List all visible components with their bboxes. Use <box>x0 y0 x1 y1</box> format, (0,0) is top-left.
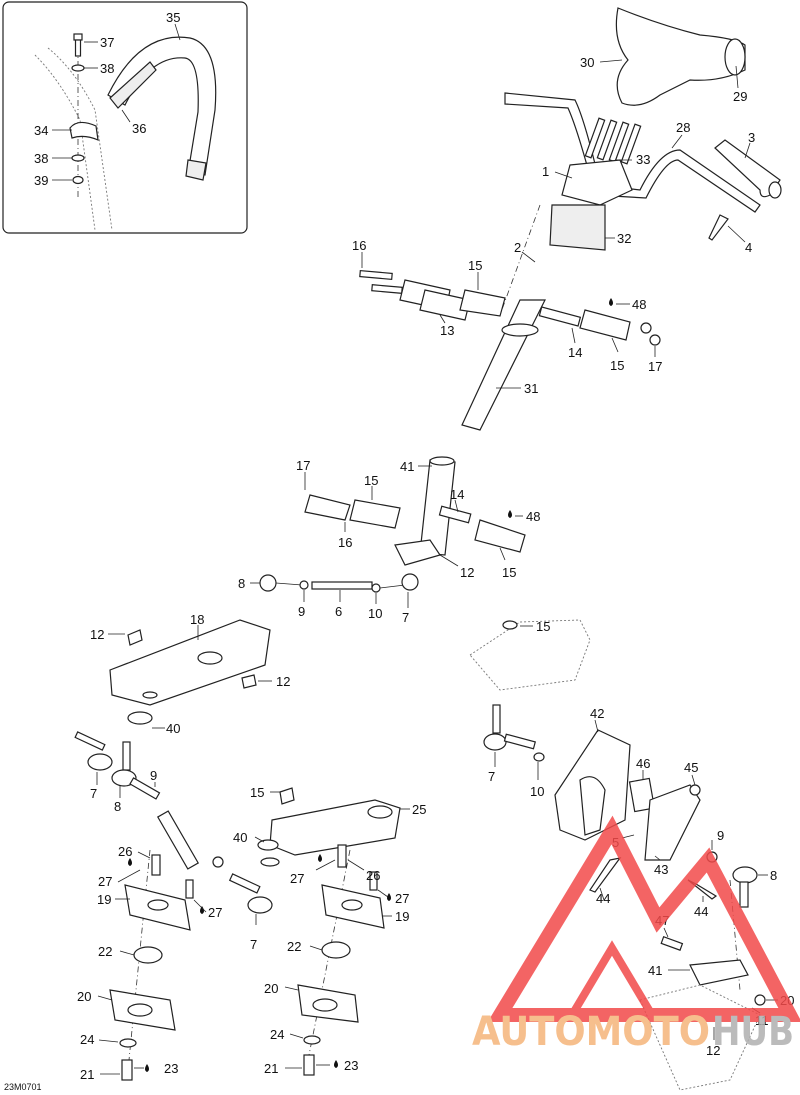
oil-drop-icon <box>200 906 204 914</box>
callout-label: 27 <box>290 871 304 886</box>
diagram-reference-code: 23M0701 <box>4 1082 42 1092</box>
watermark-logo: AUTOMOTO HUB <box>472 815 800 1055</box>
callout-label: 22 <box>98 944 112 959</box>
callout-label: 7 <box>402 610 409 625</box>
callout-label: 17 <box>648 359 662 374</box>
callout-label: 12 <box>706 1043 720 1058</box>
oil-drop-icon <box>508 510 512 518</box>
oil-drop-icon <box>387 893 391 901</box>
callout-label: 39 <box>34 173 48 188</box>
callout-label: 1 <box>542 164 549 179</box>
callout-label: 23 <box>344 1058 358 1073</box>
callout-label: 41 <box>400 459 414 474</box>
callout-label: 24 <box>270 1027 284 1042</box>
callout-label: 43 <box>654 862 668 877</box>
callout-label: 26 <box>118 844 132 859</box>
middle-linkage <box>259 456 526 593</box>
callout-label: 12 <box>276 674 290 689</box>
callout-label: 9 <box>717 828 724 843</box>
callout-label: 26 <box>366 868 380 883</box>
callout-label: 34 <box>34 123 48 138</box>
callout-label: 25 <box>412 802 426 817</box>
callout-label: 3 <box>748 130 755 145</box>
oil-drop-icon <box>145 1064 149 1072</box>
callout-label: 24 <box>80 1032 94 1047</box>
callout-label: 44 <box>694 904 708 919</box>
callout-label: 7 <box>488 769 495 784</box>
callout-label: 23 <box>164 1061 178 1076</box>
callout-label: 27 <box>395 891 409 906</box>
callout-label: 27 <box>98 874 112 889</box>
callout-label: 9 <box>150 768 157 783</box>
callout-label: 28 <box>676 120 690 135</box>
callout-label: 21 <box>80 1067 94 1082</box>
callouts: 35 37 38 34 38 39 36 30 29 28 3 1 33 32 … <box>34 10 794 1082</box>
callout-label: 10 <box>368 606 382 621</box>
callout-label: 38 <box>100 61 114 76</box>
right-lower-assembly <box>469 619 766 1091</box>
callout-label: 40 <box>166 721 180 736</box>
callout-label: 36 <box>132 121 146 136</box>
callout-label: 14 <box>450 487 464 502</box>
callout-label: 48 <box>632 297 646 312</box>
callout-label: AUTOMOTO <box>472 1009 710 1055</box>
callout-label: 7 <box>90 786 97 801</box>
callout-label: 13 <box>440 323 454 338</box>
oil-drop-icon <box>334 1060 338 1068</box>
callout-label: 29 <box>733 89 747 104</box>
callout-label: 15 <box>610 358 624 373</box>
callout-label: 22 <box>287 939 301 954</box>
callout-label: 18 <box>190 612 204 627</box>
callout-label: 19 <box>395 909 409 924</box>
callout-label: 21 <box>264 1061 278 1076</box>
callout-label: 20 <box>264 981 278 996</box>
callout-label: 32 <box>617 231 631 246</box>
callout-label: 20 <box>77 989 91 1004</box>
callout-label: 4 <box>745 240 752 255</box>
callout-label: 40 <box>233 830 247 845</box>
callout-label: 15 <box>502 565 516 580</box>
callout-label: 44 <box>596 891 610 906</box>
callout-label: 7 <box>250 937 257 952</box>
callout-label: 17 <box>296 458 310 473</box>
callout-label: 8 <box>114 799 121 814</box>
callout-label: 45 <box>684 760 698 775</box>
callout-label: 2 <box>514 240 521 255</box>
callout-label: 42 <box>590 706 604 721</box>
left-lower-assembly <box>74 619 273 1081</box>
oil-drop-icon <box>609 298 613 306</box>
inset-box <box>2 1 248 234</box>
callout-label: 8 <box>238 576 245 591</box>
callout-label: 8 <box>770 868 777 883</box>
oil-drop-icon <box>318 854 322 862</box>
callout-label: 15 <box>468 258 482 273</box>
callout-label: 15 <box>250 785 264 800</box>
callout-label: 15 <box>536 619 550 634</box>
callout-label: 33 <box>636 152 650 167</box>
callout-label: 41 <box>648 963 662 978</box>
callout-label: 31 <box>524 381 538 396</box>
callout-label: 19 <box>97 892 111 907</box>
callout-label: HUB <box>712 1009 794 1055</box>
callout-label: 30 <box>580 55 594 70</box>
callout-label: 38 <box>34 151 48 166</box>
callout-label: 6 <box>335 604 342 619</box>
center-lower-assembly <box>257 787 401 1076</box>
callout-label: 14 <box>568 345 582 360</box>
callout-label: 16 <box>352 238 366 253</box>
callout-label: 15 <box>364 473 378 488</box>
callout-label: 27 <box>208 905 222 920</box>
callout-label: 16 <box>338 535 352 550</box>
callout-label: 12 <box>90 627 104 642</box>
oil-drop-icon <box>128 858 132 866</box>
callout-label: 12 <box>460 565 474 580</box>
callout-label: 10 <box>530 784 544 799</box>
callout: 35 <box>166 10 180 25</box>
callout-label: 9 <box>298 604 305 619</box>
callout-label: 37 <box>100 35 114 50</box>
callout-label: 46 <box>636 756 650 771</box>
top-handlebar-assembly <box>359 7 782 431</box>
callout-label: 48 <box>526 509 540 524</box>
